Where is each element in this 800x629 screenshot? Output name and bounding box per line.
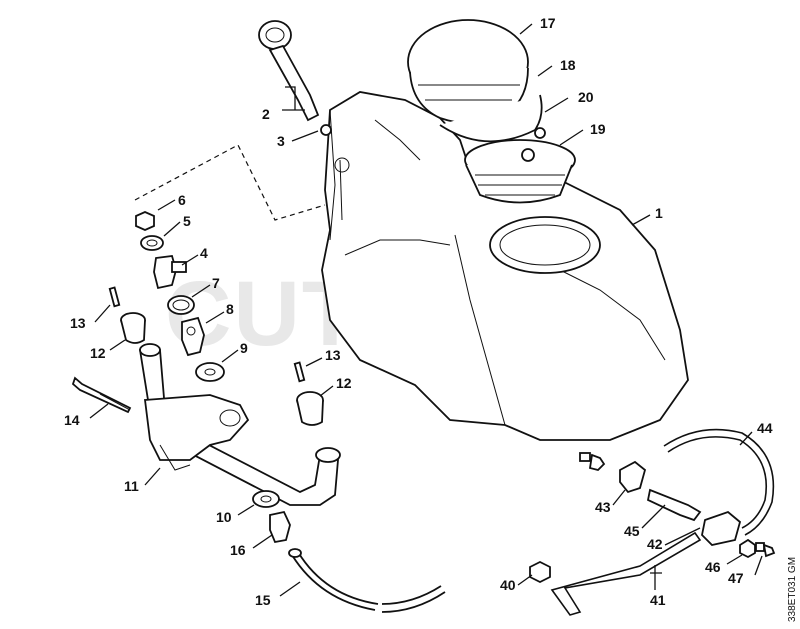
callout-7: 7 — [212, 275, 220, 291]
callout-42: 42 — [647, 536, 663, 552]
fitting-45 — [646, 488, 702, 522]
leader-lines — [89, 23, 763, 597]
callout-5: 5 — [183, 213, 191, 229]
handle-tube — [138, 343, 341, 506]
dashed-outline — [134, 144, 326, 221]
pin-13-left — [108, 286, 121, 308]
fitting-16 — [269, 510, 291, 544]
callout-9: 9 — [240, 340, 248, 356]
elbow-43 — [619, 460, 647, 494]
pipe-41 — [550, 531, 702, 616]
screw-top — [579, 452, 606, 471]
callout-10: 10 — [216, 509, 232, 525]
fuel-strainer — [464, 127, 576, 204]
callout-12-left: 12 — [90, 345, 106, 361]
cap-12-right — [296, 391, 324, 426]
callout-13-left: 13 — [70, 315, 86, 331]
washer-9 — [195, 362, 225, 382]
callout-13-right: 13 — [325, 347, 341, 363]
seal-ring — [439, 94, 543, 143]
nut-46 — [739, 538, 756, 559]
fuel-tank — [321, 91, 689, 441]
callout-2: 2 — [262, 106, 270, 122]
callout-16: 16 — [230, 542, 246, 558]
hex-nut — [135, 211, 155, 231]
washer-10 — [252, 490, 280, 508]
callout-41: 41 — [650, 592, 666, 608]
callout-17: 17 — [540, 15, 556, 31]
bolt-14 — [71, 376, 132, 414]
callout-40: 40 — [500, 577, 516, 593]
callout-12-right: 12 — [336, 375, 352, 391]
callout-4: 4 — [200, 245, 208, 261]
callout-46: 46 — [705, 559, 721, 575]
washer-5 — [140, 235, 164, 251]
callout-15: 15 — [255, 592, 271, 608]
hose-15-end — [381, 585, 446, 613]
hose-15 — [291, 551, 379, 611]
pin-13-right — [293, 361, 306, 383]
callout-44: 44 — [757, 420, 773, 436]
drawing-code: 338ET031 GM — [787, 557, 798, 622]
fitting-4 — [153, 255, 187, 290]
callout-19: 19 — [590, 121, 606, 137]
nut-40 — [529, 560, 551, 584]
fitting-42 — [701, 510, 742, 546]
callout-43: 43 — [595, 499, 611, 515]
breather-valve — [258, 20, 332, 136]
callout-20: 20 — [578, 89, 594, 105]
screw-47 — [755, 542, 776, 558]
callout-6: 6 — [178, 192, 186, 208]
callout-8: 8 — [226, 301, 234, 317]
callout-14: 14 — [64, 412, 80, 428]
callout-18: 18 — [560, 57, 576, 73]
hose-15-cap — [288, 548, 302, 558]
callout-1: 1 — [655, 205, 663, 221]
cap-12-left — [120, 312, 146, 344]
hose-44 — [663, 428, 775, 536]
callout-11: 11 — [124, 478, 139, 494]
o-ring-7 — [167, 295, 195, 315]
callout-47: 47 — [728, 570, 744, 586]
callouts: 17 18 20 19 1 2 3 6 5 4 7 8 9 13 12 13 1… — [64, 15, 773, 608]
callout-3: 3 — [277, 133, 285, 149]
callout-45: 45 — [624, 523, 640, 539]
fitting-8 — [181, 316, 205, 357]
